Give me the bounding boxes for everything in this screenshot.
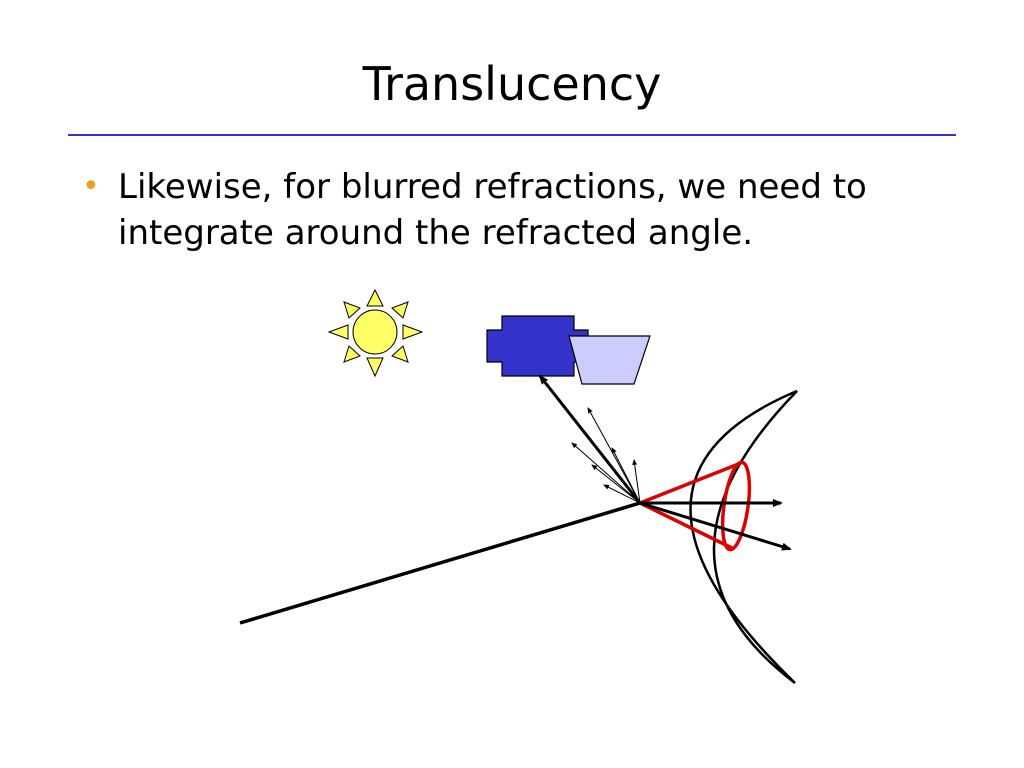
bullet-item: • Likewise, for blurred refractions, we …	[82, 164, 942, 256]
title-divider	[68, 134, 956, 136]
refracted-ray-lower	[639, 501, 792, 551]
bullet-text: Likewise, for blurred refractions, we ne…	[118, 167, 867, 253]
incident-ray	[239, 501, 641, 625]
bullet-marker: •	[82, 169, 100, 204]
bullet-list: • Likewise, for blurred refractions, we …	[82, 164, 942, 256]
slide-title: Translucency	[362, 57, 662, 111]
reflected-ray	[538, 374, 642, 504]
reflection-ray-fan	[571, 407, 641, 504]
camera-icon	[486, 315, 651, 385]
sun-icon	[327, 288, 424, 378]
